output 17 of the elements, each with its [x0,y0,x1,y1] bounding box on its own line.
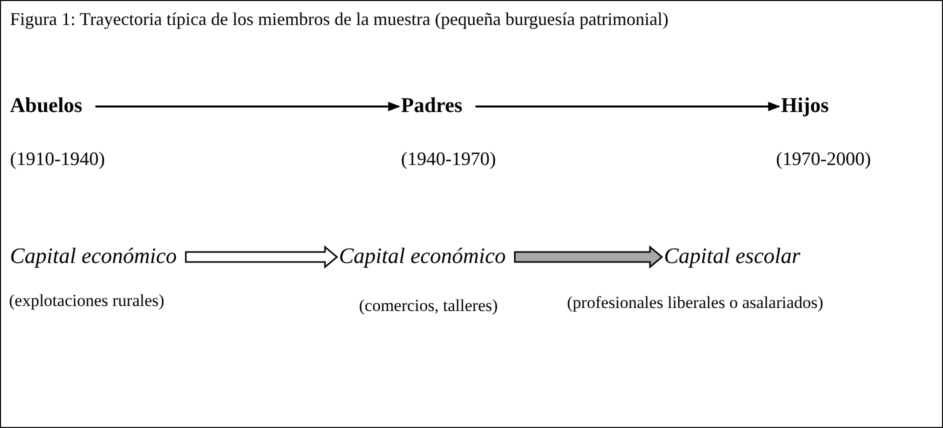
block-arrow [185,245,338,269]
period-label: (1940-1970) [401,149,496,171]
figure-title: Figura 1: Trayectoria típica de los miembros de la muestra (pequeña burguesía patrimonial) [10,9,668,30]
capital-label: Capital económico [10,243,177,269]
arrow [95,102,400,112]
period-label: (1970-2000) [776,149,871,171]
generation-label: Hijos [781,93,829,118]
generation-label: Abuelos [10,93,82,118]
capital-label: Capital económico [339,243,506,269]
block-arrow [514,245,664,269]
arrow [475,102,780,112]
description-label: (explotaciones rurales) [9,291,164,311]
capital-label: Capital escolar [664,243,800,269]
period-label: (1910-1940) [10,149,105,171]
description-label: (comercios, talleres) [359,296,498,316]
generation-label: Padres [401,93,462,118]
description-label: (profesionales liberales o asalariados) [567,293,824,313]
